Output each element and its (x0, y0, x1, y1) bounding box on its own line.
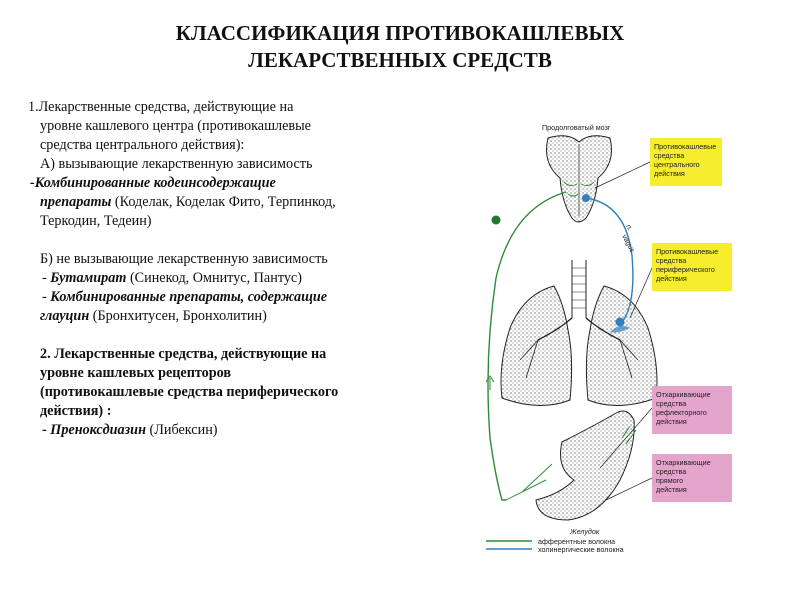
reflex-box-line3: рефлекторного (656, 408, 707, 417)
nerve-label-n: n. (624, 223, 635, 233)
subgroup-a-item-bold: препараты (40, 194, 112, 210)
cough-reflex-diagram: Продолговатый мозг Желудок n. vagus Прот… (450, 108, 790, 568)
bullet-dash: - (42, 270, 51, 286)
prenoxdiazine-brand: (Либексин) (145, 422, 218, 438)
vagus-nerve-pathway (585, 197, 634, 323)
section2-heading-line4: действия) : (40, 403, 112, 419)
subgroup-a-item-drugs: (Коделак, Коделак Фито, Терпинкод, (111, 194, 336, 210)
reflex-box-line4: действия (656, 417, 687, 426)
subgroup-a-item-line3: Теркодин, Тедеин) (40, 213, 152, 229)
subgroup-b-item1: - Бутамират (Синекод, Омнитус, Пантус) (28, 269, 428, 288)
afferent-pathway (487, 191, 567, 501)
legend-afferent-label: афферентные волокна (538, 537, 615, 546)
subgroup-b-item2-line1: - Комбинированные препараты, содержащие (28, 288, 428, 307)
nerve-label-vagus: vagus (620, 233, 637, 255)
bullet-dash: - (42, 289, 51, 305)
peripheral-antitussive-box (652, 243, 732, 291)
vagus-nucleus-dot (582, 194, 590, 202)
direct-box-line2: средства (656, 467, 686, 476)
prenoxdiazine-label: Пренокс­диазин (50, 422, 146, 438)
section1-heading-line1: 1.Лекарственные средства, действующие на (28, 99, 294, 115)
central-box-line1: Противокашлевые (654, 142, 716, 151)
central-antitussive-box (650, 138, 722, 186)
glaucine-brands: (Бронхитусен, Бронхолитин) (89, 308, 267, 324)
central-box-line3: центрального (654, 160, 700, 169)
legend-cholinergic-label: холинергические волокна (538, 545, 624, 554)
combined-glaucine-label: Комбинированные препараты, содержащие (50, 289, 328, 305)
glaucine-label: глауцин (40, 308, 90, 324)
stomach-label: Желудок (569, 527, 600, 536)
peripheral-box-line2: средства (656, 256, 686, 265)
butamirate-label: Бутамират (50, 270, 127, 286)
direct-box-line3: прямого (656, 476, 683, 485)
section2-item: - Пренокс­диазин (Либексин) (28, 421, 428, 440)
stomach-shape (535, 410, 635, 521)
central-box-line4: действия (654, 169, 685, 178)
peripheral-box-line1: Противокашлевые (656, 247, 718, 256)
reflex-box-line2: средства (656, 399, 686, 408)
section2-heading-line1: 2. Лекарственные средства, действующие н… (40, 346, 327, 362)
afferent-ganglion-dot (491, 215, 501, 225)
butamirate-brands: (Синекод, Омнитус, Пантус) (126, 270, 302, 286)
reflex-expectorant-box (652, 386, 732, 434)
section2-heading-line2: уровне кашлевых рецепторов (40, 365, 232, 381)
section1-heading-line3: средства центрального действия): (40, 137, 245, 153)
section2-heading-line3: (противокашлевые средства периферическог… (40, 384, 339, 400)
bullet-dash: - (42, 422, 51, 438)
peripheral-box-line3: периферического (656, 265, 715, 274)
central-box-line2: средства (654, 151, 684, 160)
subgroup-a-title: А) вызывающие лекарственную зависимость (40, 156, 313, 172)
title-line-2: ЛЕКАРСТВЕННЫХ СРЕДСТВ (248, 48, 552, 72)
subgroup-b-item2-line2: глауцин (Бронхитусен, Бронхолитин) (28, 307, 428, 326)
classification-text: 1.Лекарственные средства, действующие на… (28, 98, 428, 440)
direct-expectorant-box (652, 454, 732, 502)
subgroup-b-title: Б) не вызывающие лекарственную зависимос… (40, 251, 328, 267)
subgroup-a-item-line1: -Комбинированные кодеинсодержащие (30, 175, 276, 191)
peripheral-box-line4: действия (656, 274, 687, 283)
section1-heading-line2: уровне кашлевого центра (противокашлевые (40, 118, 311, 134)
medulla-label: Продолговатый мозг (542, 123, 611, 132)
title-line-1: КЛАССИФИКАЦИЯ ПРОТИВОКАШЛЕВЫХ (175, 21, 625, 45)
vagus-lung-dot (615, 317, 625, 327)
direct-box-line1: Отхаркивающие (656, 458, 711, 467)
subgroup-a-item-line2: препараты (Коделак, Коделак Фито, Терпин… (28, 193, 428, 212)
direct-box-line4: действия (656, 485, 687, 494)
reflex-box-line1: Отхаркивающие (656, 390, 711, 399)
slide-title: КЛАССИФИКАЦИЯ ПРОТИВОКАШЛЕВЫХ ЛЕКАРСТВЕН… (0, 20, 800, 74)
